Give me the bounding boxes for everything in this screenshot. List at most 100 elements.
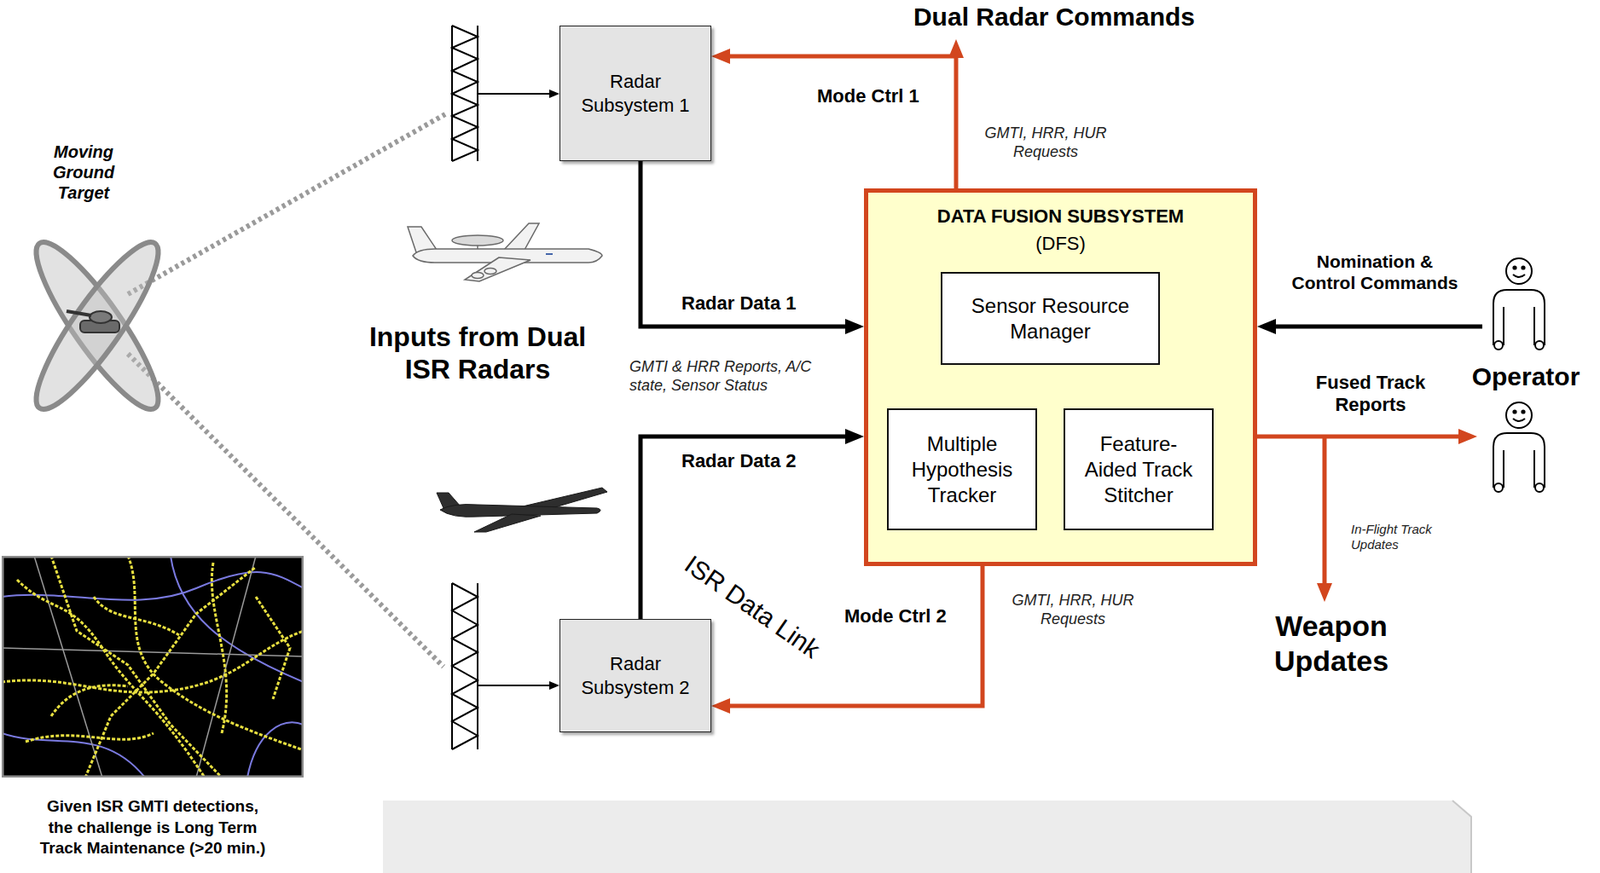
antenna-symbol	[452, 25, 555, 162]
operator-figure-part	[1521, 410, 1525, 413]
track-map-part-part	[127, 556, 304, 751]
section-label: Inputs from Dual ISR Radars	[349, 320, 606, 387]
box-label: Radar Subsystem 2	[568, 652, 702, 700]
operator-figure-part	[1513, 410, 1516, 413]
u2-aircraft-part	[474, 514, 541, 533]
flow-arrow-part	[1257, 434, 1469, 440]
track-map-part	[1, 556, 304, 778]
heading-label: Dual Radar Commands	[857, 1, 1251, 33]
box-text-group: Radar Subsystem 1	[568, 69, 702, 117]
box-label: Multiple Hypothesis Tracker	[904, 431, 1021, 509]
antenna-symbol-part	[452, 583, 478, 750]
antenna-symbol-part	[476, 583, 479, 750]
target-marker-part	[19, 229, 174, 422]
flow-label: Fused Track Reports	[1302, 371, 1439, 418]
awacs-aircraft-part	[452, 235, 504, 246]
track-map-part-part	[34, 556, 103, 778]
operator-figure-part	[1535, 341, 1544, 350]
track-map-part	[1, 556, 304, 778]
connector-arrow	[719, 566, 983, 707]
connector-arrow	[719, 56, 957, 189]
flow-arrow-part	[1322, 436, 1328, 594]
operator-figure-part	[1502, 450, 1505, 488]
box-text-group: Radar Subsystem 2	[568, 652, 702, 700]
radar-subsystem-box: Radar Subsystem 1	[559, 25, 712, 162]
process-box: Sensor Resource Manager	[940, 272, 1160, 366]
operator-figure-part	[1513, 418, 1525, 422]
track-map-part-part	[1, 631, 304, 693]
operator-figure-part	[1494, 483, 1503, 493]
operator-figure-part	[1506, 402, 1532, 429]
process-box: Feature-Aided Track Stitcher	[1063, 408, 1214, 531]
antenna-symbol	[452, 583, 555, 750]
awacs-aircraft-part	[471, 272, 484, 279]
connector-arrow	[640, 161, 856, 327]
awacs-aircraft-part	[545, 253, 553, 256]
tank-icon	[66, 311, 120, 333]
sensor-beam-lines-part	[127, 114, 446, 295]
actor-label: Operator	[1461, 361, 1590, 393]
target-marker	[19, 229, 174, 422]
awacs-aircraft-part	[503, 223, 540, 251]
data-fusion-subsystem-box: DATA FUSION SUBSYSTEM(DFS) Sensor Resourc…	[863, 188, 1258, 567]
track-map-part	[1, 556, 304, 778]
box-text-group: Feature-Aided Track Stitcher	[1080, 431, 1197, 509]
track-map-part-part	[211, 562, 227, 734]
image-caption: Given ISR GMTI detections, the challenge…	[34, 796, 272, 860]
track-map-part-part	[196, 556, 256, 778]
track-map-part-part	[1, 648, 304, 657]
connector-label: Mode Ctrl 1	[817, 85, 920, 108]
target-label: Moving Ground Target	[36, 141, 131, 203]
track-map-part	[1, 556, 304, 778]
track-map-part	[1, 556, 304, 778]
track-map-part-part	[51, 685, 128, 717]
box-text-group: Sensor Resource Manager	[957, 293, 1143, 345]
operator-figure-part	[1513, 274, 1525, 278]
tank-icon-part	[89, 311, 112, 324]
operator-figure-part	[1502, 307, 1505, 346]
operator-figure-part	[1533, 307, 1536, 346]
box-text-group: Multiple Hypothesis Tracker	[904, 431, 1021, 509]
connector-label: Radar Data 2	[681, 450, 797, 473]
antenna-symbol-part	[477, 684, 555, 687]
box-heading: DATA FUSION SUBSYSTEM	[868, 204, 1253, 229]
footer-band-part	[1452, 800, 1472, 873]
flow-arrow-part	[1265, 324, 1483, 330]
track-map-part-part	[85, 567, 256, 778]
track-map-part-part	[93, 597, 180, 636]
box-label: Feature-Aided Track Stitcher	[1080, 431, 1197, 509]
flow-label: Nomination & Control Commands	[1286, 250, 1464, 294]
operator-figure-part	[1493, 289, 1545, 346]
tank-icon-part	[66, 311, 92, 316]
track-map-part-part	[25, 733, 154, 743]
footer-band	[382, 800, 1472, 873]
operator-figure	[1493, 258, 1545, 350]
track-map-part-part	[255, 597, 290, 700]
connector-label: Radar Data 1	[681, 292, 797, 315]
radar-subsystem-box: Radar Subsystem 2	[559, 619, 712, 733]
signal-note: GMTI, HRR, HUR Requests	[996, 591, 1150, 629]
process-box: Multiple Hypothesis Tracker	[886, 408, 1038, 531]
operator-figure-part	[1521, 266, 1525, 269]
target-marker-part	[19, 229, 174, 422]
track-map	[1, 556, 304, 778]
box-label: Sensor Resource Manager	[957, 293, 1143, 345]
awacs-aircraft	[407, 223, 603, 282]
track-map-part-part	[247, 723, 304, 778]
box-subheading: (DFS)	[868, 231, 1253, 256]
operator-figure-part	[1533, 450, 1536, 488]
antenna-symbol-part	[452, 25, 478, 162]
output-label: Weapon Updates	[1258, 608, 1404, 679]
track-map-part-part	[17, 579, 205, 778]
awacs-aircraft-part	[464, 257, 531, 282]
footer-band-part	[382, 800, 1472, 873]
connector-label: Mode Ctrl 2	[844, 605, 947, 628]
signal-note: In-Flight Track Updates	[1350, 521, 1454, 553]
signal-note: GMTI & HRR Reports, A/C state, Sensor St…	[629, 358, 835, 395]
operator-figure-part	[1513, 266, 1516, 269]
operator-figure-part	[1506, 258, 1532, 285]
track-map-part-part	[51, 556, 222, 778]
operator-figure	[1493, 402, 1545, 493]
